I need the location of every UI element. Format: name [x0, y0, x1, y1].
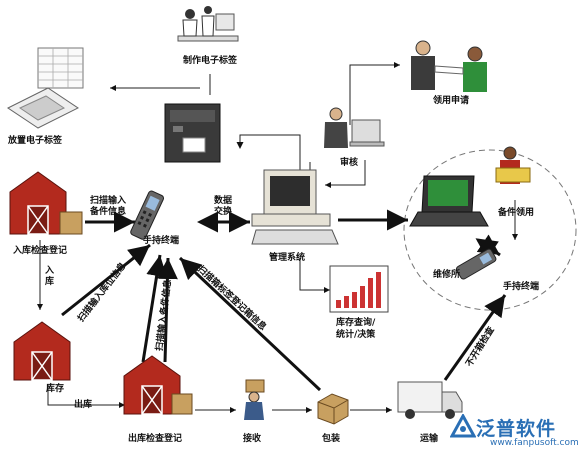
transport-text: 运输	[420, 434, 439, 444]
scan-input-text: 扫描输入	[90, 196, 127, 206]
barn-outbound-icon	[123, 355, 193, 415]
parts-info-text: 备件信息	[90, 207, 127, 217]
label-printer-icon	[164, 103, 221, 163]
apply-text: 领用申请	[433, 96, 470, 106]
mgmt-system-text: 管理系统	[269, 253, 306, 263]
data-exchange-text-1: 数据	[214, 196, 233, 206]
handheld-terminal-right-icon	[455, 248, 497, 280]
outbound-register-text: 出库检查登记	[128, 434, 183, 444]
parts-pickup-person-icon	[495, 146, 531, 184]
receive-text: 接收	[243, 434, 262, 444]
brand-url: www.fanpusoft.com	[490, 438, 578, 448]
rfid-tag-device-icon	[7, 87, 79, 129]
parts-pickup-text: 备件领用	[498, 208, 535, 218]
report-chart-icon	[329, 265, 389, 313]
inbound-register-text: 入库检查登记	[13, 246, 68, 256]
handheld-right-text: 手持终端	[503, 282, 540, 292]
computer-icon	[251, 169, 339, 245]
apply-people-icon	[411, 40, 487, 92]
handheld-center-text: 手持终端	[143, 236, 180, 246]
thick-arrows	[61, 209, 507, 392]
laptop-icon	[409, 175, 489, 227]
data-exchange-text-2: 交换	[214, 207, 233, 217]
handheld-terminal-icon	[130, 190, 165, 240]
query-text-1: 库存查询/	[336, 318, 376, 328]
pack-text: 包装	[322, 434, 341, 444]
barn-inbound-icon	[9, 171, 83, 235]
maintenance-text: 维修所	[433, 270, 461, 280]
out-storage-text: 出库	[74, 400, 93, 410]
brand-name: 泛普软件	[476, 418, 557, 440]
truck-icon	[397, 381, 463, 419]
barn-inventory-icon	[13, 321, 71, 381]
make-label-text: 制作电子标签	[183, 56, 238, 66]
inventory-text: 库存	[46, 384, 65, 394]
thin-connectors	[37, 62, 518, 413]
package-icon	[317, 393, 349, 425]
place-label-text: 放置电子标签	[8, 136, 63, 146]
review-text: 审核	[340, 158, 359, 168]
brand-logo: 泛普软件 www.fanpusoft.com	[448, 412, 578, 454]
office-workers-icon	[177, 6, 239, 42]
tag-stack-icon	[37, 47, 84, 89]
brand-logo-icon	[450, 414, 476, 438]
query-text-2: 统计/决策	[336, 330, 376, 340]
receive-person-icon	[244, 379, 265, 420]
maintenance-zone	[403, 149, 577, 311]
reviewer-icon	[324, 107, 385, 148]
into-storage-text: 入库	[44, 266, 54, 287]
